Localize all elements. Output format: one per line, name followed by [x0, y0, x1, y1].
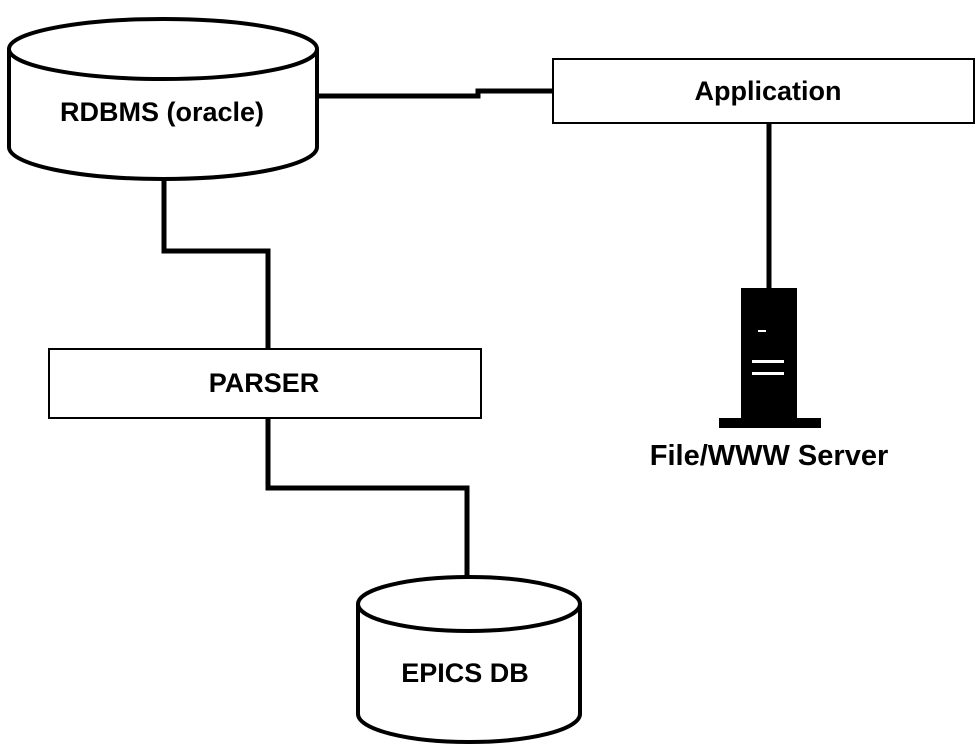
server-slot-1 [752, 360, 784, 363]
rdbms-node [7, 17, 319, 181]
epics-db-cylinder-top [356, 575, 582, 633]
edge-rdbms-parser [161, 178, 271, 349]
rdbms-cylinder-body [7, 49, 319, 181]
server-indicator [758, 330, 766, 332]
server-slot-2 [752, 372, 784, 375]
epics-db-cylinder-body [356, 604, 582, 744]
edge-parser-epics [265, 418, 470, 578]
application-node [552, 58, 975, 124]
server-tower [741, 288, 797, 420]
server-base [719, 418, 821, 428]
rdbms-label: RDBMS (oracle) [60, 97, 264, 127]
server-icon [719, 288, 821, 428]
server-label: File/WWW Server [650, 440, 889, 472]
application-label: Application [695, 76, 842, 106]
epics-db-node [356, 575, 582, 744]
connectors [161, 88, 772, 578]
rdbms-cylinder-top [7, 17, 319, 81]
parser-node [48, 348, 482, 419]
edge-rdbms-application [316, 88, 553, 99]
epics-db-label: EPICS DB [401, 658, 529, 688]
parser-label: PARSER [209, 368, 320, 398]
